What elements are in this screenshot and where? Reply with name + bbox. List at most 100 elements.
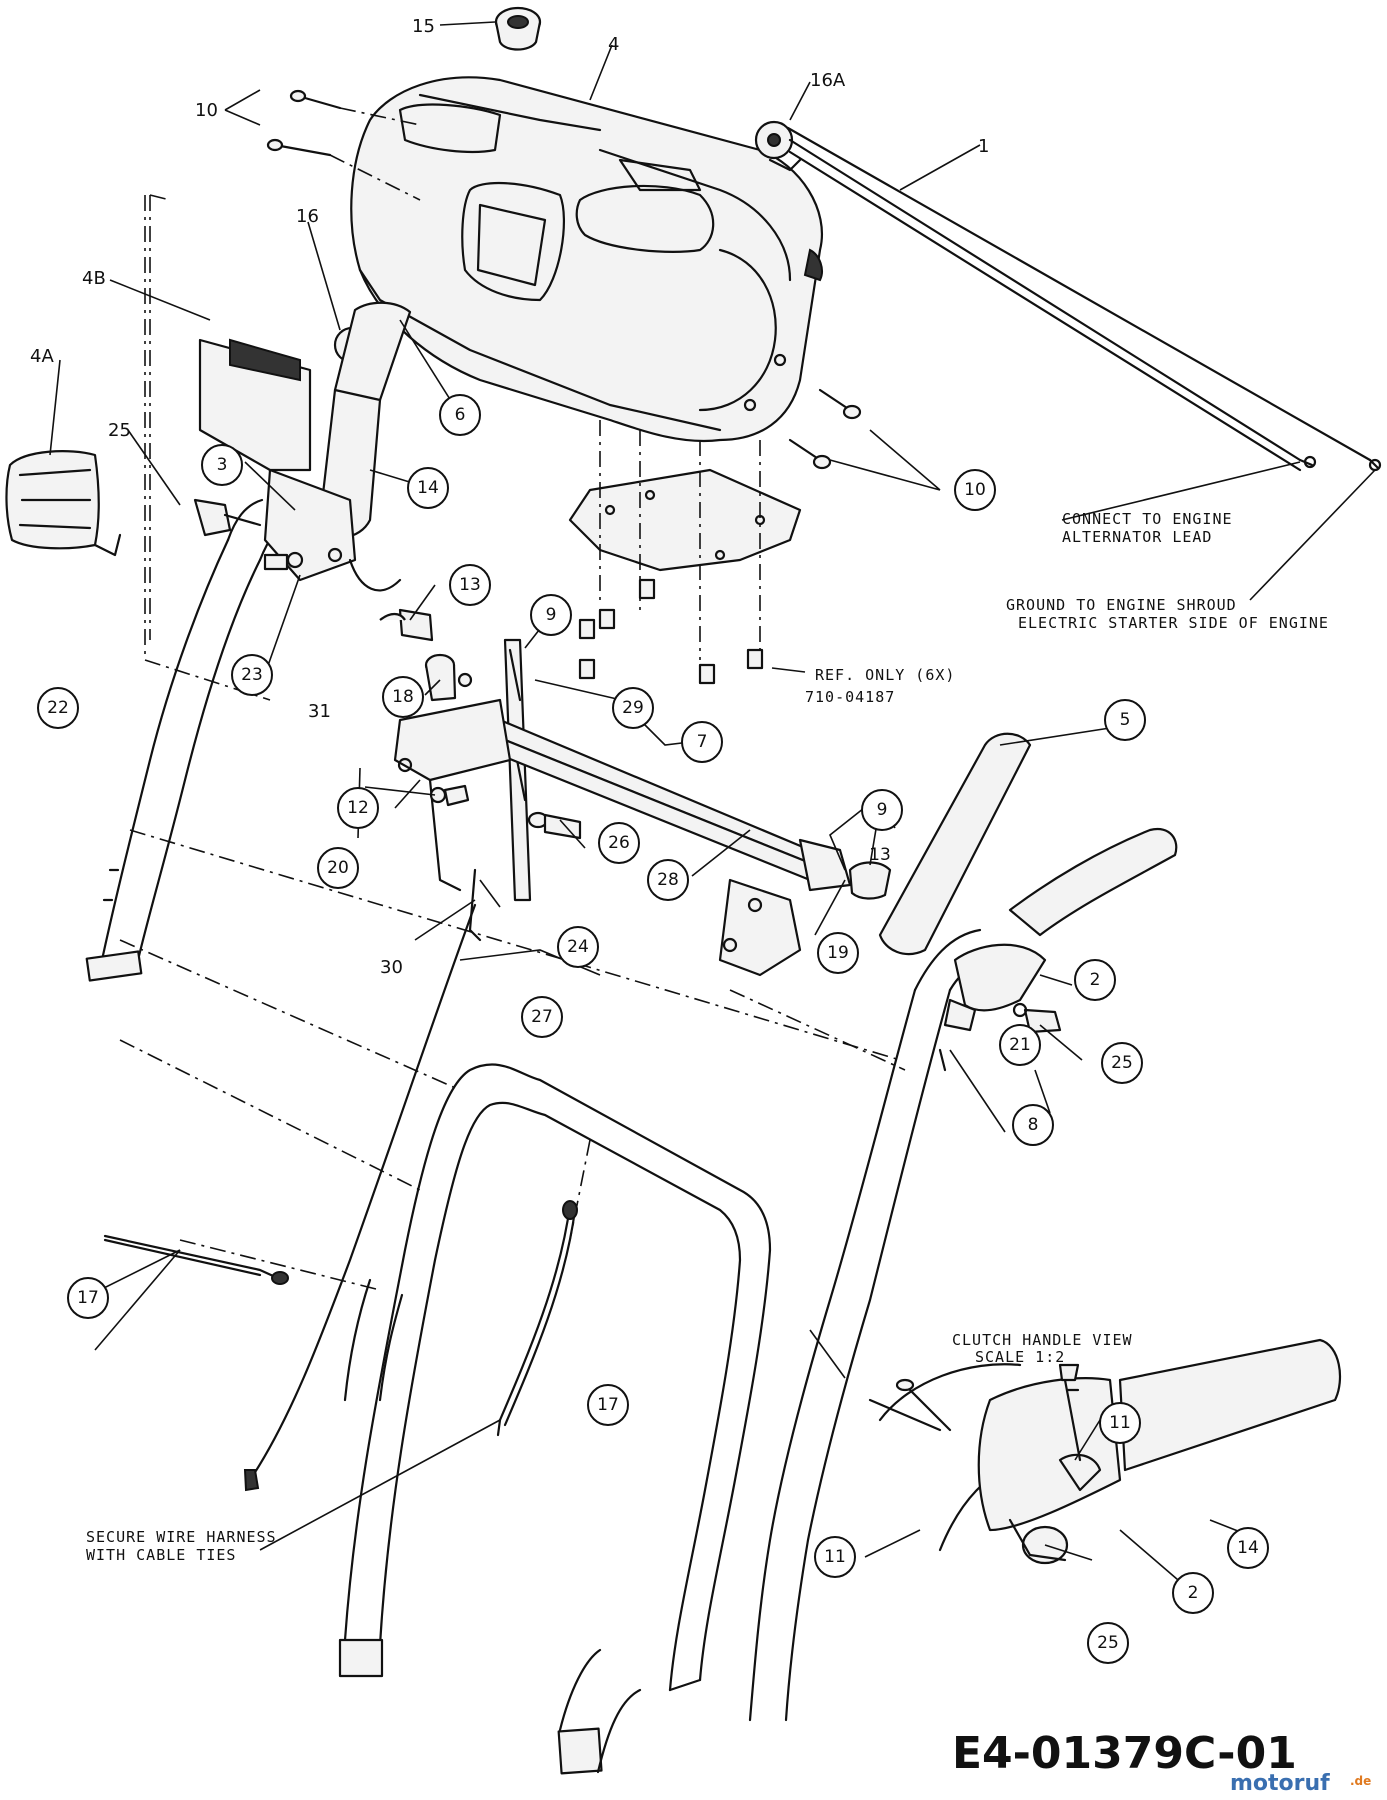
callout-p8b: 8 xyxy=(1012,1104,1054,1146)
svg-text:10: 10 xyxy=(964,480,986,500)
svg-text:13: 13 xyxy=(459,575,481,595)
svg-text:7: 7 xyxy=(697,732,708,752)
callout-p23: 23 xyxy=(231,654,273,696)
svg-text:23: 23 xyxy=(241,665,263,685)
label-p16A: 16A xyxy=(810,70,846,91)
svg-text:19: 19 xyxy=(827,943,849,963)
note-harness: SECURE WIRE HARNESS WITH CABLE TIES xyxy=(86,1528,277,1564)
svg-text:CLUTCH HANDLE VIEW: CLUTCH HANDLE VIEW xyxy=(952,1331,1133,1349)
svg-text:21: 21 xyxy=(1009,1035,1031,1055)
callout-p11b: 11 xyxy=(1099,1402,1141,1444)
note-ground: GROUND TO ENGINE SHROUD ELECTRIC STARTER… xyxy=(1006,596,1329,632)
svg-text:11: 11 xyxy=(824,1547,846,1567)
note-ref-bolts: REF. ONLY (6X) 710-04187 xyxy=(771,666,955,706)
svg-text:SECURE WIRE HARNESS: SECURE WIRE HARNESS xyxy=(86,1528,277,1546)
svg-text:28: 28 xyxy=(657,870,679,890)
svg-text:24: 24 xyxy=(567,937,589,957)
callout-p25c: 25 xyxy=(1087,1622,1129,1664)
label-p4: 4 xyxy=(608,34,619,55)
shroud-outline-hint xyxy=(144,194,271,701)
callout-p22: 22 xyxy=(37,687,79,729)
callout-p17b: 17 xyxy=(587,1384,629,1426)
callout-p25b: 25 xyxy=(1101,1042,1143,1084)
dash-bracket xyxy=(568,420,802,660)
svg-text:17: 17 xyxy=(77,1288,99,1308)
callout-p17a: 17 xyxy=(67,1277,109,1319)
label-p4B: 4B xyxy=(82,268,106,289)
svg-text:CONNECT TO ENGINE: CONNECT TO ENGINE xyxy=(1062,510,1233,528)
note-alternator: CONNECT TO ENGINE ALTERNATOR LEAD xyxy=(1062,510,1233,546)
svg-text:12: 12 xyxy=(347,798,369,818)
callout-p27: 27 xyxy=(521,996,563,1038)
callout-p11a: 11 xyxy=(814,1536,856,1578)
callout-p26: 26 xyxy=(598,822,640,864)
cover-4a xyxy=(5,450,122,557)
svg-text:25: 25 xyxy=(1097,1633,1119,1653)
callout-p8: 6 xyxy=(439,394,481,436)
ignition-harness xyxy=(754,120,1382,472)
svg-text:20: 20 xyxy=(327,858,349,878)
screw-set-top xyxy=(266,89,421,201)
key-knob xyxy=(494,6,542,51)
svg-text:22: 22 xyxy=(47,698,69,718)
callout-p9b: 9 xyxy=(861,789,903,831)
fittings-left xyxy=(379,608,473,702)
callout-p10b: 10 xyxy=(954,469,996,511)
svg-text:29: 29 xyxy=(622,698,644,718)
watermark-logo: motoruf .de xyxy=(1230,1771,1371,1796)
watermark-main: motoruf xyxy=(1230,1771,1330,1796)
label-p4A: 4A xyxy=(30,346,54,367)
svg-text:25: 25 xyxy=(1111,1053,1133,1073)
clutch-cable xyxy=(243,903,477,1492)
plate-4b xyxy=(198,338,312,472)
screw-set-right xyxy=(788,388,862,470)
callout-p14b: 14 xyxy=(1227,1527,1269,1569)
callout-p28: 28 xyxy=(647,859,689,901)
svg-text:GROUND TO ENGINE SHROUD: GROUND TO ENGINE SHROUD xyxy=(1006,596,1237,614)
callout-p20: 20 xyxy=(317,847,359,889)
right-handle-assembly xyxy=(848,732,1178,1072)
svg-text:11: 11 xyxy=(1109,1413,1131,1433)
watermark-suffix: .de xyxy=(1350,1774,1371,1788)
svg-text:26: 26 xyxy=(608,833,630,853)
callout-p13b: 13 xyxy=(869,845,891,865)
note-clutch-view: CLUTCH HANDLE VIEW SCALE 1:2 xyxy=(952,1331,1133,1366)
svg-text:ELECTRIC STARTER SIDE OF ENGIN: ELECTRIC STARTER SIDE OF ENGINE xyxy=(1018,614,1329,632)
callout-p21: 21 xyxy=(999,1024,1041,1066)
svg-text:2: 2 xyxy=(1090,970,1101,990)
svg-text:REF. ONLY (6X): REF. ONLY (6X) xyxy=(815,666,955,684)
label-p1: 1 xyxy=(978,136,989,157)
ref-bolts xyxy=(578,578,764,685)
dash-panel xyxy=(350,76,823,442)
callout-p14a: 14 xyxy=(407,467,449,509)
callout-p18: 18 xyxy=(382,676,424,718)
callout-p3: 3 xyxy=(201,444,243,486)
svg-text:14: 14 xyxy=(1237,1538,1259,1558)
svg-text:ALTERNATOR LEAD: ALTERNATOR LEAD xyxy=(1062,528,1212,546)
callout-label: 6 xyxy=(455,405,466,425)
wire-harness xyxy=(103,1200,578,1437)
left-handle-assembly xyxy=(193,301,412,592)
label-p10a: 10 xyxy=(195,100,218,121)
callout-p19: 19 xyxy=(817,932,859,974)
svg-text:710-04187: 710-04187 xyxy=(805,688,895,706)
svg-text:14: 14 xyxy=(417,478,439,498)
svg-text:WITH CABLE TIES: WITH CABLE TIES xyxy=(86,1546,236,1564)
svg-text:9: 9 xyxy=(877,800,888,820)
label-p15: 15 xyxy=(412,16,435,37)
clutch-handle-view xyxy=(868,1338,1342,1565)
svg-text:8: 8 xyxy=(1028,1115,1039,1135)
label-p25a: 25 xyxy=(108,420,131,441)
svg-text:5: 5 xyxy=(1120,710,1131,730)
svg-text:2: 2 xyxy=(1188,1583,1199,1603)
callout-p2a: 2 xyxy=(1074,959,1116,1001)
label-p31: 31 xyxy=(308,701,331,722)
callout-p13a: 13 xyxy=(449,564,491,606)
callout-p12: 12 xyxy=(337,787,379,829)
label-p30: 30 xyxy=(380,957,403,978)
drawing-code: E4-01379C-01 xyxy=(952,1728,1297,1779)
callout-p24: 24 xyxy=(557,926,599,968)
svg-text:SCALE 1:2: SCALE 1:2 xyxy=(975,1348,1065,1366)
callout-p9a: 9 xyxy=(530,594,572,636)
